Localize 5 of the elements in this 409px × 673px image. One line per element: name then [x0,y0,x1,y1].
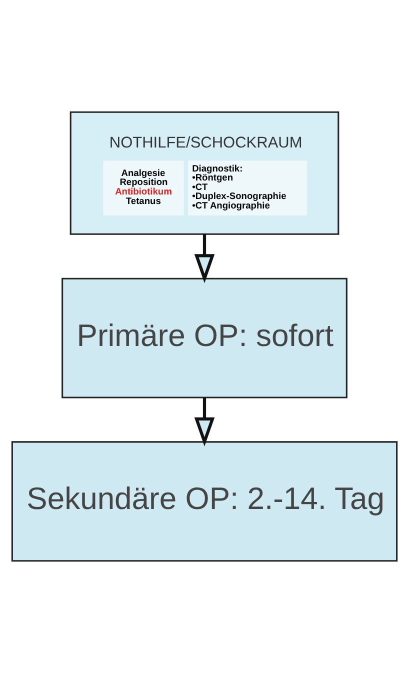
node-box: Sekundäre OP: 2.-14. Tag [11,441,398,562]
arrow [194,398,215,446]
node-box: NOTHILFE/SCHOCKRAUM Analgesie Reposition Antibiotikum Tetanus Diagnostik: •Röntgen •CT •Duplex-Sonographie •CT Angiographie [70,111,340,235]
node-box: Primäre OP: sofort [62,278,348,398]
arrow [194,234,215,284]
